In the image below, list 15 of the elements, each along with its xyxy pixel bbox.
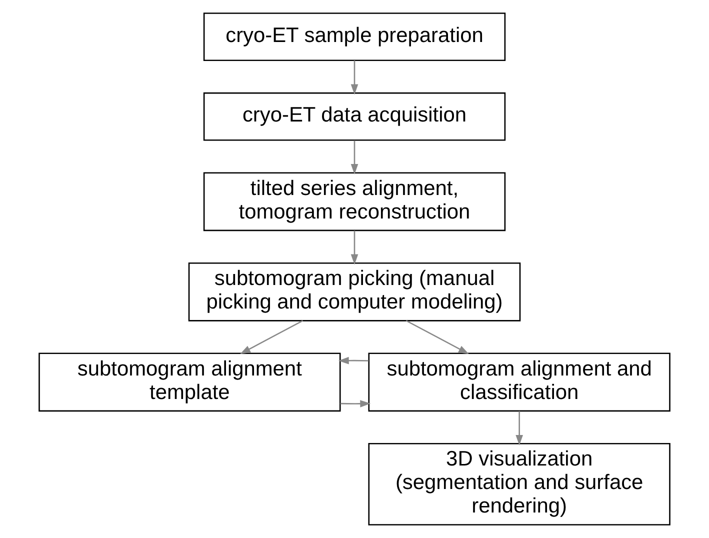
node-box: subtomogram picking (manual picking and computer modeling) bbox=[188, 262, 521, 322]
node-box: subtomogram alignment template bbox=[38, 352, 341, 412]
arrow bbox=[338, 356, 369, 364]
node-box: subtomogram alignment and classification bbox=[368, 352, 670, 412]
arrow bbox=[350, 230, 358, 265]
arrow bbox=[350, 140, 358, 175]
node-box: cryo-ET sample preparation bbox=[203, 12, 506, 61]
node-box: cryo-ET data acquisition bbox=[203, 92, 506, 141]
node-box: tilted series alignment, tomogram reconstruction bbox=[203, 172, 506, 232]
arrow bbox=[350, 60, 358, 95]
arrow bbox=[240, 320, 304, 354]
node-box: 3D visualization (segmentation and surface rendering) bbox=[368, 442, 670, 526]
arrow bbox=[340, 400, 371, 408]
arrow bbox=[406, 320, 469, 354]
arrow bbox=[516, 411, 523, 446]
